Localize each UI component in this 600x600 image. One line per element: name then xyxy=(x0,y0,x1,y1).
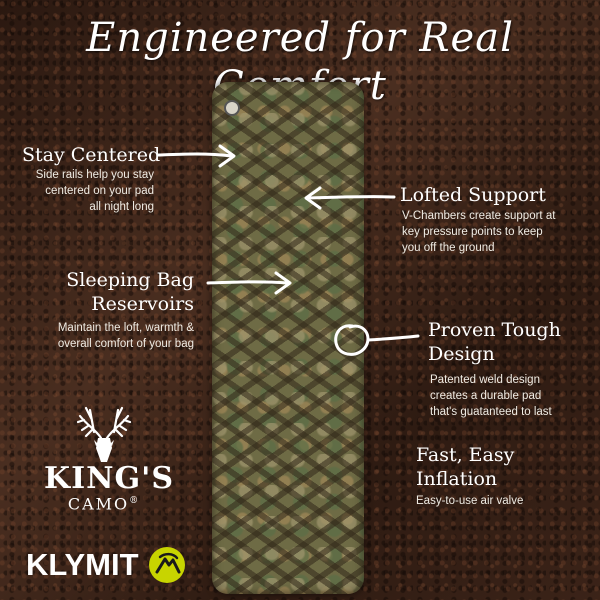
desc-line: Side rails help you stay xyxy=(35,169,154,181)
title-line: Inflation xyxy=(416,468,498,490)
title-line: Sleeping Bag xyxy=(66,269,194,291)
feature-title-lofted-support: Lofted Support xyxy=(400,184,546,206)
feature-title-sleeping-bag: Sleeping Bag Reservoirs xyxy=(22,268,194,316)
camo-word: CAMO xyxy=(67,494,130,514)
air-valve-icon xyxy=(224,100,240,116)
feature-desc-lofted-support: V-Chambers create support at key pressur… xyxy=(402,208,555,256)
desc-line: Easy-to-use air valve xyxy=(416,495,524,507)
feature-desc-fast-inflation: Easy-to-use air valve xyxy=(416,493,523,509)
camo-logo-text: CAMO® xyxy=(44,492,164,513)
sleeping-pad-image xyxy=(212,82,364,594)
klymit-logo-mark-icon xyxy=(149,547,185,583)
desc-line: centered on your pad xyxy=(45,185,154,197)
klymit-logo-text: KLYMIT xyxy=(26,547,139,582)
desc-line: all night long xyxy=(89,201,154,213)
desc-line: that's guatanteed to last xyxy=(430,406,552,418)
desc-line: key pressure points to keep xyxy=(402,226,543,238)
feature-title-stay-centered: Stay Centered xyxy=(22,144,161,166)
title-line: Proven Tough xyxy=(428,319,561,341)
stag-head-icon xyxy=(76,406,132,462)
feature-desc-sleeping-bag: Maintain the loft, warmth & overall comf… xyxy=(10,320,194,352)
feature-title-proven-tough: Proven Tough Design xyxy=(428,318,561,366)
registered-mark: ® xyxy=(129,496,141,506)
desc-line: overall comfort of your bag xyxy=(57,338,194,350)
desc-line: you off the ground xyxy=(402,242,495,254)
title-line: Fast, Easy xyxy=(416,444,515,466)
desc-line: Maintain the loft, warmth & xyxy=(57,322,194,334)
feature-desc-proven-tough: Patented weld design creates a durable p… xyxy=(430,372,552,420)
title-line: Reservoirs xyxy=(91,293,194,315)
desc-line: creates a durable pad xyxy=(430,390,542,402)
feature-desc-stay-centered: Side rails help you stay centered on you… xyxy=(22,167,154,215)
feature-title-fast-inflation: Fast, Easy Inflation xyxy=(416,443,514,491)
line-proven-tough xyxy=(366,334,420,342)
kings-logo-text: KING'S xyxy=(44,461,174,496)
desc-line: Patented weld design xyxy=(430,374,540,386)
title-line: Design xyxy=(428,343,495,365)
desc-line: V-Chambers create support at xyxy=(402,210,556,222)
